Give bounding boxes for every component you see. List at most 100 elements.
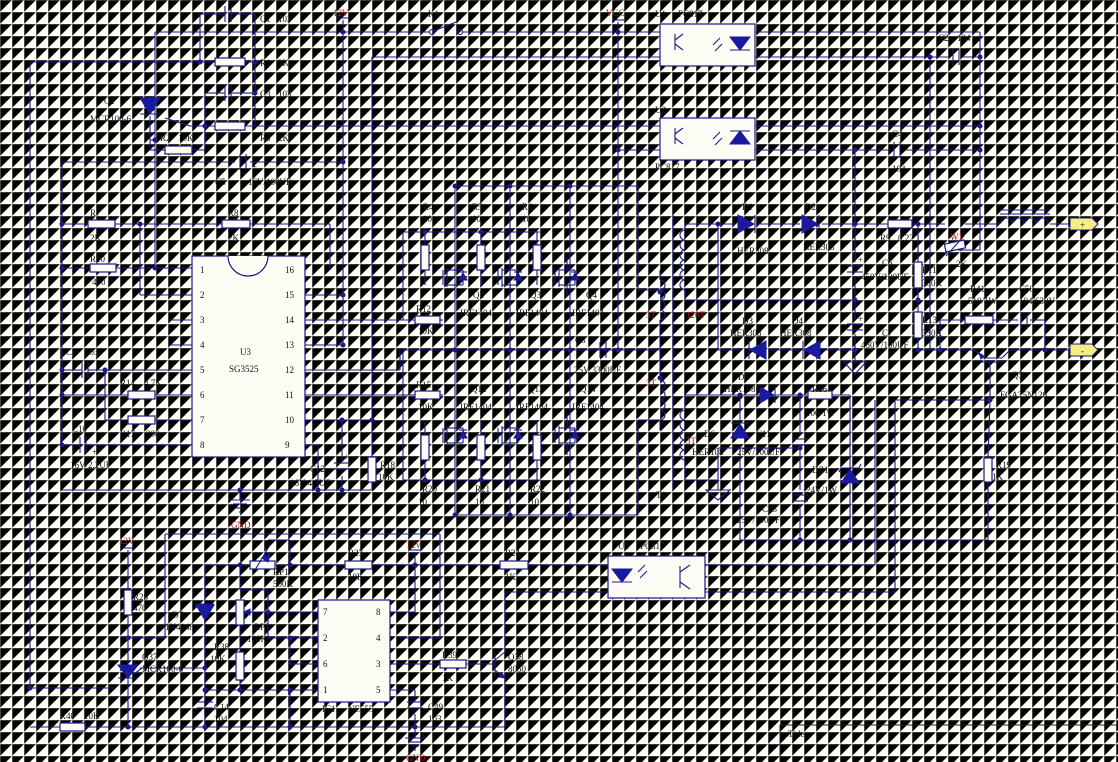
svg-text:+: + <box>803 429 808 439</box>
ref-r20: R20 <box>422 484 438 494</box>
val-q2: IRF1404 <box>460 308 493 318</box>
u3-pin: 12 <box>285 365 294 375</box>
val-r25: 470 <box>133 603 147 613</box>
val-r22: 10 <box>530 497 540 507</box>
val-r41: 510/1W <box>968 296 998 306</box>
val-r38: 10K <box>210 654 226 664</box>
val-q37: MCR100-6 <box>142 664 184 674</box>
val-r23: 10K <box>348 572 364 582</box>
ref-u4: U4 <box>618 541 629 551</box>
val-r8: 2K <box>228 233 240 243</box>
ref-q5: Q5 <box>1012 370 1023 380</box>
ref-rp2: RP2 <box>254 622 270 632</box>
svg-text:+: + <box>612 340 617 350</box>
ref-r17: R17 <box>120 429 136 439</box>
val-d4: HER308 <box>780 328 812 338</box>
ref-r40: R40 <box>60 711 76 721</box>
u3-pin: 15 <box>285 290 295 300</box>
val-c10: 16V/2.2UF <box>70 460 111 470</box>
ref-q4: Q4 <box>586 290 597 300</box>
capacitor-bodies: + + + + + + + + <box>70 6 1028 709</box>
ref-w1: W1 <box>950 232 963 242</box>
val-c8: 25V 3300UF <box>574 365 621 375</box>
val-q3: IRF1404 <box>516 308 549 318</box>
ref-r10: R10 <box>90 254 106 264</box>
ref-r14: R14 <box>120 378 136 388</box>
val-r6: 10 <box>522 214 532 224</box>
ref-r16: R16 <box>812 384 828 394</box>
ref-q1: Q1 <box>104 96 115 106</box>
val-r11: 330K <box>922 278 943 288</box>
ref-c50: C50 <box>1019 284 1035 294</box>
ref-q37: Q37 <box>142 652 158 662</box>
svg-text:+: + <box>252 162 257 172</box>
val-r1: 2K <box>278 58 290 68</box>
mosfets <box>442 257 1011 679</box>
val-r4: 10 <box>423 214 433 224</box>
u3-pin: 16 <box>285 265 295 275</box>
ref-r7: R7 <box>90 208 101 218</box>
val-c1: 103 <box>278 14 292 24</box>
ic1-body <box>317 599 391 703</box>
u3-pin: 2 <box>200 290 205 300</box>
ref-q13: Q13 <box>528 384 544 394</box>
val-r16: 100/1W <box>806 408 836 418</box>
title-block <box>779 724 1118 762</box>
val-c13: 25V/100UF <box>737 515 780 525</box>
val-ic1: NE555 <box>348 704 374 714</box>
ground-symbols <box>122 17 868 751</box>
val-q1: MCR100-6 <box>90 114 132 124</box>
val-q38: 8050 <box>508 664 527 674</box>
val-c49: 103 <box>428 714 442 724</box>
ref-d4: D4 <box>792 316 803 326</box>
val-u2: PC817 <box>655 162 680 172</box>
ref-q38: Q38 <box>508 652 524 662</box>
ref-r15: R15 <box>416 380 432 390</box>
potentiometers <box>235 235 967 626</box>
ref-c6: C6 <box>882 258 893 268</box>
val-w1: 2K <box>956 259 968 269</box>
ref-r9: R9 <box>880 233 891 243</box>
ref-d1: D1 <box>742 202 753 212</box>
ref-d5: D5 <box>738 372 749 382</box>
ref-dz1: DZ1 <box>812 465 829 475</box>
transformer-ref: T1 <box>656 490 666 500</box>
resistor-bodies <box>59 57 994 732</box>
ref-q12: Q12 <box>471 384 487 394</box>
val-c6: 450V/100UF <box>861 272 909 282</box>
ref-r1: R1 <box>260 58 271 68</box>
val-rp2: 100K <box>247 634 268 644</box>
val-r7: 2K <box>90 233 102 243</box>
u3-pin: 6 <box>200 390 205 400</box>
u3-pin: 3 <box>200 315 205 325</box>
u3-pin: 5 <box>200 365 205 375</box>
val-q14: IRF1404 <box>572 402 605 412</box>
val-c14: 104 <box>214 714 228 724</box>
val-r5: 10 <box>472 214 482 224</box>
svg-text:+: + <box>344 452 349 462</box>
val-r9: 0.22 <box>898 233 914 243</box>
ref-c12: C12 <box>310 464 325 474</box>
ref-r21: R21 <box>475 484 490 494</box>
wires <box>29 13 1070 738</box>
ref-c1: C1 <box>260 14 271 24</box>
val-r39: 1K <box>442 673 454 683</box>
turns-label: 3T <box>646 378 657 388</box>
val-d5: HER108 <box>724 384 756 394</box>
val-dz1: 24V/1W <box>806 485 838 495</box>
ref-c10: C10 <box>72 424 88 434</box>
ref-u1: U1 <box>655 9 666 19</box>
transformer-coils <box>657 209 1050 490</box>
val-r40: 10K <box>84 711 100 721</box>
val-r14: 4.7K <box>144 378 162 388</box>
port-minus-label: - <box>1081 346 1084 356</box>
ref-r38: R38 <box>214 642 230 652</box>
svg-text:+: + <box>858 314 863 324</box>
val-r18: 10K <box>378 472 394 482</box>
switch-k1 <box>428 21 464 36</box>
ref-d2: D2 <box>805 202 816 212</box>
val-c5: 16V/100UF <box>248 177 291 187</box>
svg-text:+: + <box>858 255 863 265</box>
ref-c49: C49 <box>428 702 444 712</box>
